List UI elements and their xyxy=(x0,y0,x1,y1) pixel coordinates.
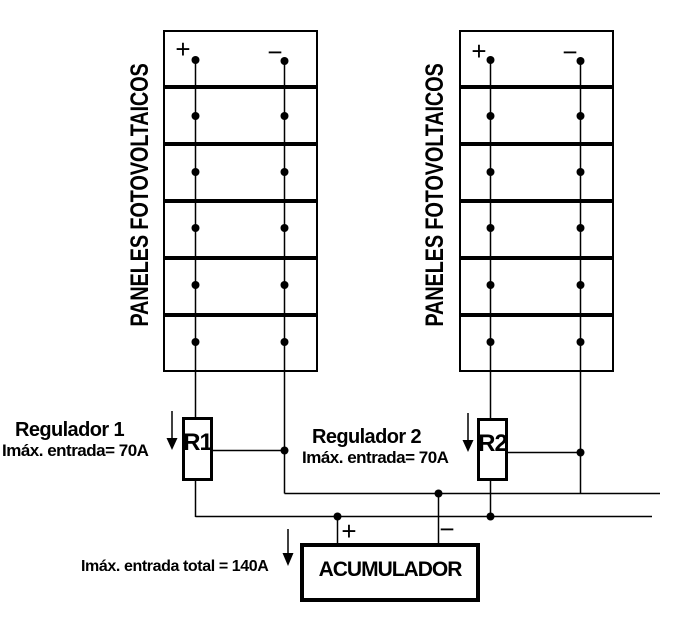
total-max-input-label: Imáx. entrada total = 140A xyxy=(81,558,269,575)
negative-bus-line xyxy=(284,489,660,498)
pv-panel xyxy=(459,258,614,315)
accumulator-box-label: ACUMULADOR xyxy=(318,558,463,581)
accumulator-plus-sign: + xyxy=(341,516,357,546)
pv-panel xyxy=(163,315,318,372)
pv-panel xyxy=(163,30,318,87)
right-array-title: PANELES FOTOVOLTAICOS xyxy=(421,63,450,327)
pv-panel xyxy=(459,144,614,201)
regulator2-box-label: R2 xyxy=(478,429,508,457)
regulator2-output-wire xyxy=(489,448,585,517)
total-current-arrow-icon xyxy=(282,529,294,566)
regulator2-current-arrow-icon xyxy=(462,413,474,452)
left-array-title: PANELES FOTOVOLTAICOS xyxy=(126,63,155,327)
regulator1-max-input-label: Imáx. entrada= 70A xyxy=(2,441,149,460)
pv-panel xyxy=(163,144,318,201)
regulator1-output-wire xyxy=(194,446,289,517)
pv-panel xyxy=(459,87,614,144)
accumulator-minus-sign: − xyxy=(439,514,455,544)
regulator2-box: R2 xyxy=(477,418,508,481)
pv-panel xyxy=(163,258,318,315)
left-panel-array xyxy=(163,30,318,372)
pv-panel xyxy=(163,201,318,258)
regulator1-box: R1 xyxy=(182,417,213,481)
left-array-plus-sign: + xyxy=(175,34,191,64)
left-array-minus-sign: − xyxy=(267,37,283,67)
regulator1-title: Regulador 1 xyxy=(15,419,125,441)
regulator1-box-label: R1 xyxy=(183,429,213,456)
pv-panel xyxy=(163,87,318,144)
right-array-junction-dots xyxy=(486,56,585,346)
regulator2-max-input-label: Imáx. entrada= 70A xyxy=(302,448,449,467)
pv-panel xyxy=(459,30,614,87)
right-array-plus-sign: + xyxy=(471,36,487,66)
accumulator-box: ACUMULADOR xyxy=(300,543,480,602)
regulator2-title: Regulador 2 xyxy=(312,426,422,448)
right-panel-array xyxy=(459,30,614,372)
positive-bus-line xyxy=(195,512,652,521)
regulator1-current-arrow-icon xyxy=(166,411,178,450)
right-array-minus-sign: − xyxy=(562,37,578,67)
pv-panel xyxy=(459,201,614,258)
pv-panel xyxy=(459,315,614,372)
left-array-junction-dots xyxy=(191,56,289,346)
